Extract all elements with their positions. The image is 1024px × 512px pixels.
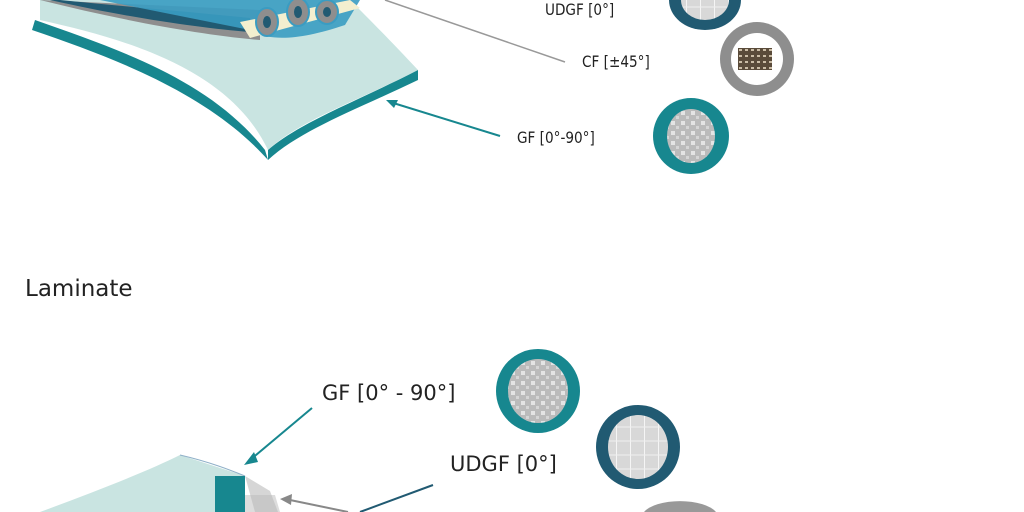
laminate-title: Laminate	[25, 276, 133, 302]
bottom-udgf-label: UDGF [0°]	[450, 452, 557, 476]
udgf-label: UDGF [0°]	[545, 0, 615, 19]
udgf-sample-circle	[669, 0, 741, 30]
gf-arrow	[389, 101, 501, 137]
bottom-gf-label: GF [0° - 90°]	[322, 381, 456, 405]
bottom-gray-arrow	[289, 499, 349, 512]
cf-leader-line	[384, 0, 566, 63]
cf-label: CF [±45°]	[582, 52, 650, 71]
bottom-gf-sample-circle	[496, 349, 580, 433]
bottom-cf-sample-circle	[644, 501, 716, 512]
bottom-laminate-shape	[40, 454, 280, 512]
bottom-udgf-sample-circle	[596, 405, 680, 489]
gf-sample-circle	[653, 98, 729, 174]
gf-label: GF [0°-90°]	[517, 128, 595, 147]
bottom-udgf-leader	[359, 484, 434, 512]
cf-sample-circle	[720, 22, 794, 96]
bottom-gf-arrow	[249, 407, 313, 461]
top-laminate-shape	[32, 0, 418, 160]
fiber-tubes	[255, 0, 339, 37]
